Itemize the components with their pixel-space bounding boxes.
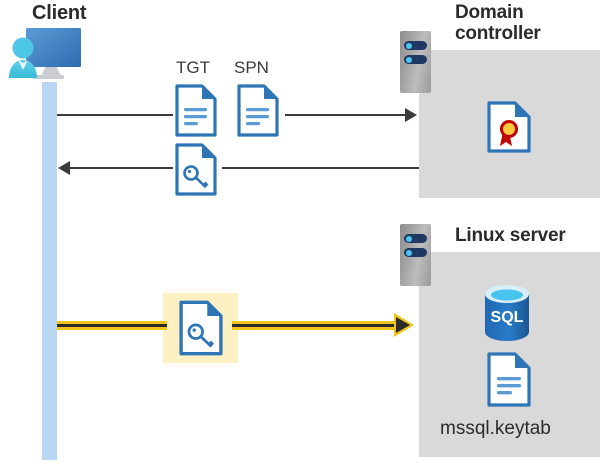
response-line-left: [70, 167, 173, 169]
user-computer-icon: [6, 26, 100, 86]
client-lifeline: [42, 82, 57, 460]
tgt-label: TGT: [176, 58, 210, 77]
domain-controller-title: Domain controller: [455, 2, 595, 45]
response-line-right: [222, 167, 419, 169]
request-line-left: [57, 114, 173, 116]
linux-server-title: Linux server: [455, 225, 566, 246]
tgt-document-icon: [175, 84, 217, 137]
request-arrowhead: [405, 108, 417, 122]
domain-controller-rack-icon: [400, 31, 431, 93]
domain-controller-title-line1: Domain: [455, 2, 524, 23]
ticket-arrowhead: [394, 313, 414, 337]
service-ticket-icon-highlighted: [179, 300, 223, 356]
response-arrowhead: [58, 161, 70, 175]
ticket-line-left: [57, 321, 167, 330]
sql-database-icon: SQL: [480, 284, 534, 342]
sql-label: SQL: [491, 309, 524, 326]
linux-server-rack-icon: [400, 224, 431, 286]
certificate-icon: [487, 101, 531, 153]
ticket-line-right: [232, 321, 396, 330]
spn-document-icon: [237, 84, 279, 137]
spn-label: SPN: [234, 58, 269, 77]
keytab-file-icon: [487, 352, 531, 407]
keytab-filename-label: mssql.keytab: [440, 418, 551, 439]
client-title: Client: [32, 2, 87, 24]
request-line-right: [285, 114, 405, 116]
domain-controller-title-line2: controller: [455, 23, 541, 45]
service-ticket-icon: [175, 143, 217, 196]
